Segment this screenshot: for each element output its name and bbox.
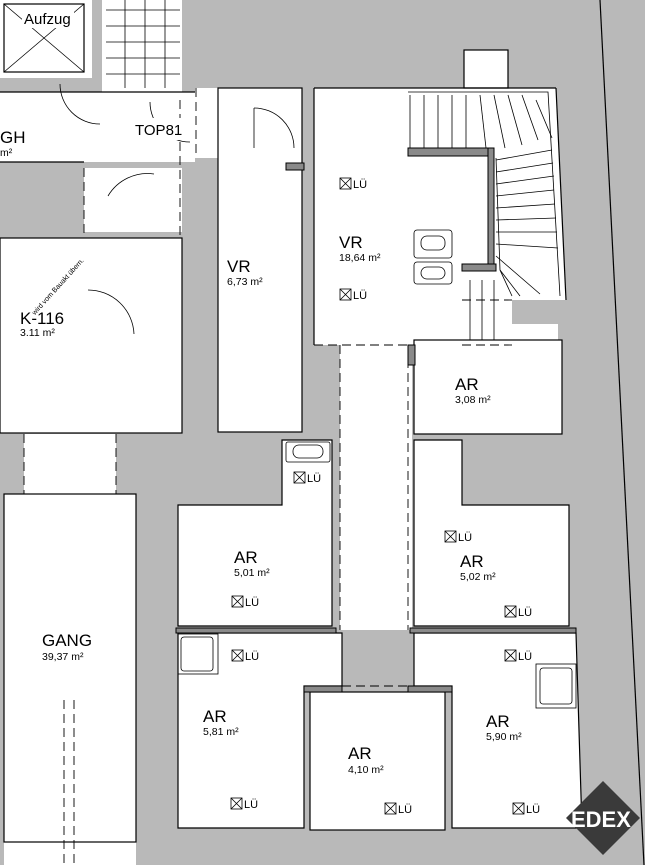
room-k116-name: K-116 [20, 309, 64, 328]
vent-label: LÜ [244, 799, 258, 811]
room-ar-501-area: 5,01 m² [234, 567, 270, 579]
sink-fixtures [177, 229, 577, 709]
vent-box-icon [339, 288, 352, 301]
vent-label: LÜ [398, 804, 412, 816]
room-ar-410-area: 4,10 m² [348, 764, 384, 776]
room-ar-502-area: 5,02 m² [460, 571, 496, 583]
wall-stubs [175, 147, 577, 693]
vent-label: LÜ [518, 651, 532, 663]
floor-areas [0, 0, 582, 865]
room-vr-left-area: 6,73 m² [227, 276, 263, 288]
room-vr-left-name: VR [227, 257, 251, 276]
room-ar-581-name: AR [203, 707, 227, 726]
logo-text: EDEX [571, 807, 631, 832]
room-ar-581-area: 5,81 m² [203, 726, 239, 738]
vent-box-icon [504, 649, 517, 662]
room-vr-main-area: 18,64 m² [339, 252, 381, 264]
vent-cross-icon [231, 649, 244, 662]
dashed-lines [23, 88, 512, 865]
room-gang-name: GANG [42, 631, 92, 650]
vent-label: LÜ [245, 651, 259, 663]
vent-box-icon [339, 177, 352, 190]
room-gh-area: m² [0, 147, 13, 159]
room-ar-590-area: 5,90 m² [486, 731, 522, 743]
room-gh-name: GH [0, 128, 26, 147]
vent-box-icon [512, 802, 525, 815]
vent-box-icon [504, 605, 517, 618]
vent-box-icon [293, 471, 306, 484]
vent-box-icon [231, 595, 244, 608]
vent-label: LÜ [353, 290, 367, 302]
vent-cross-icon [504, 649, 517, 662]
room-ar-410-name: AR [348, 744, 372, 763]
vent-cross-icon [512, 802, 525, 815]
vent-box-icon [384, 802, 397, 815]
vent-label: LÜ [245, 597, 259, 609]
vent-box-icon [230, 797, 243, 810]
door-swings [59, 83, 295, 335]
vent-box-icon [231, 649, 244, 662]
door-label-top81: TOP81 [135, 122, 182, 139]
vent-label: LÜ [458, 532, 472, 544]
vent-cross-icon [339, 288, 352, 301]
vent-label: LÜ [526, 804, 540, 816]
vent-label: LÜ [307, 473, 321, 485]
room-ar-501-name: AR [234, 548, 258, 567]
vent-cross-icon [231, 595, 244, 608]
vent-markers: LÜ LÜ LÜ LÜ LÜ LÜ LÜ LÜ LÜ LÜ LÜ [230, 177, 540, 816]
vent-cross-icon [339, 177, 352, 190]
vent-cross-icon [444, 530, 457, 543]
room-ar-590-name: AR [486, 712, 510, 731]
staircase [106, 0, 561, 340]
room-ar-502-name: AR [460, 552, 484, 571]
vent-box-icon [444, 530, 457, 543]
room-vr-main-name: VR [339, 233, 363, 252]
vent-label: LÜ [353, 179, 367, 191]
vent-cross-icon [504, 605, 517, 618]
vent-cross-icon [293, 471, 306, 484]
room-ar-308-area: 3,08 m² [455, 394, 491, 406]
room-k116-area: 3.11 m² [20, 327, 55, 339]
vent-cross-icon [230, 797, 243, 810]
vent-cross-icon [384, 802, 397, 815]
elevator-label: Aufzug [24, 11, 71, 28]
vent-label: LÜ [518, 607, 532, 619]
room-ar-308-name: AR [455, 375, 479, 394]
edex-logo: EDEX [566, 781, 640, 855]
room-gang-area: 39,37 m² [42, 651, 84, 663]
